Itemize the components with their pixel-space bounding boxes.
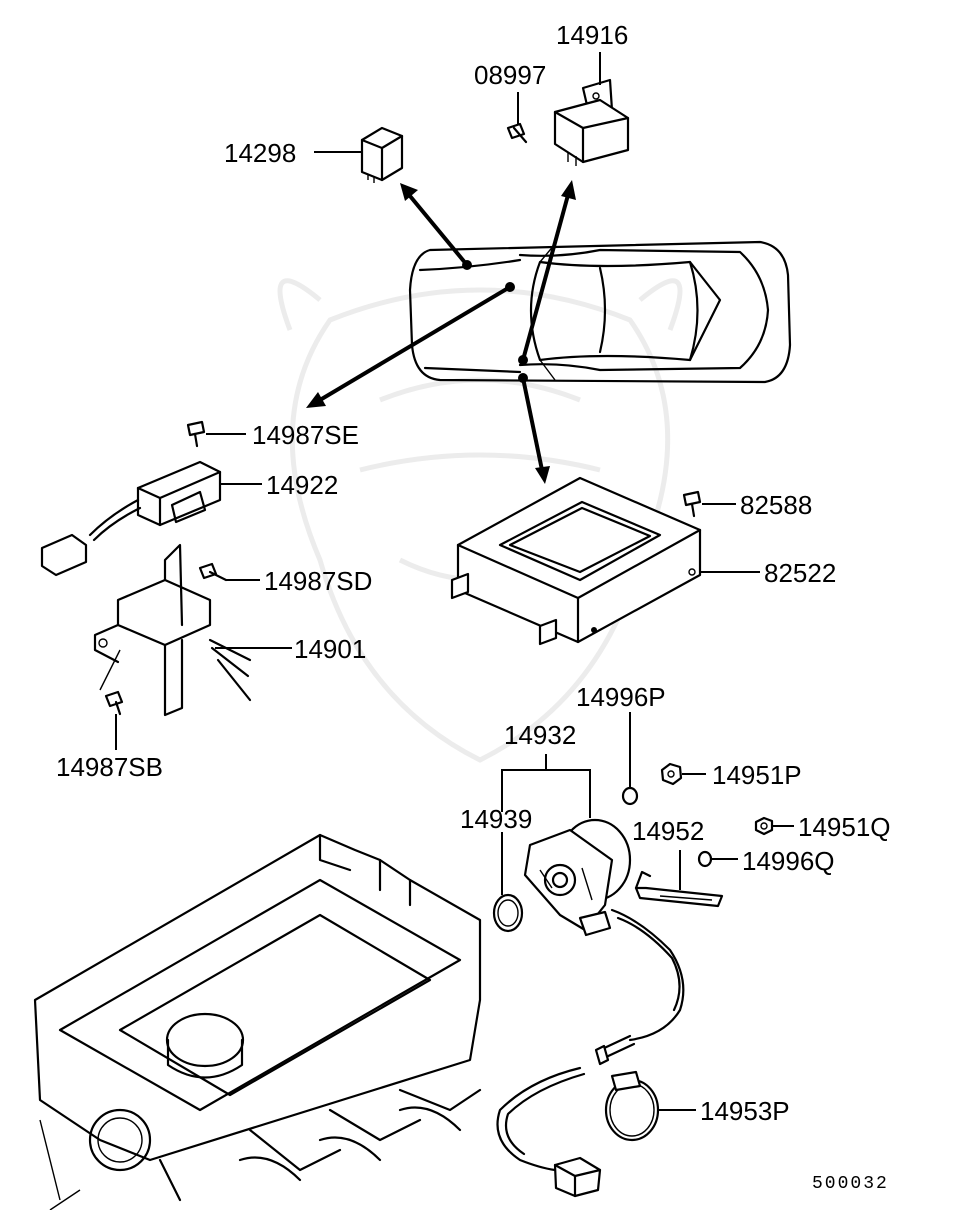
engine-cylinder-head — [33, 833, 482, 1211]
location-arrows — [306, 180, 576, 484]
label-14901: 14901 — [294, 634, 366, 664]
bolt-14987SB — [104, 690, 124, 716]
label-14922: 14922 — [266, 470, 338, 500]
label-14987SB: 14987SB — [56, 752, 163, 782]
label-82588: 82588 — [740, 490, 812, 520]
nut-14951P — [660, 762, 683, 786]
label-14996Q: 14996Q — [742, 846, 835, 876]
washer-14996Q — [697, 850, 713, 868]
plate-14952 — [634, 870, 724, 908]
nut-14951Q — [754, 816, 774, 836]
sensor-14922 — [40, 460, 222, 577]
oring-14939 — [492, 893, 524, 933]
relay-14298 — [360, 126, 404, 183]
label-14953P: 14953P — [700, 1096, 790, 1126]
label-14939: 14939 — [460, 804, 532, 834]
label-08997: 08997 — [474, 60, 546, 90]
ecu-82522 — [450, 476, 702, 646]
bolt-82588 — [682, 490, 702, 518]
bolt-08997 — [506, 122, 528, 144]
label-14987SE: 14987SE — [252, 420, 359, 450]
watermark-emblem — [277, 278, 683, 763]
figure-code: 500032 — [812, 1174, 889, 1194]
label-14951P: 14951P — [712, 760, 802, 790]
bolt-14987SE — [186, 420, 206, 448]
label-14916: 14916 — [556, 20, 628, 50]
label-14987SD: 14987SD — [264, 566, 372, 596]
relay-14916 — [553, 78, 630, 166]
bolt-14987SD — [198, 562, 228, 582]
label-14996P: 14996P — [576, 682, 666, 712]
label-14951Q: 14951Q — [798, 812, 891, 842]
label-14952: 14952 — [632, 816, 704, 846]
label-14298: 14298 — [224, 138, 296, 168]
label-14932: 14932 — [504, 720, 576, 750]
clamp-14953P — [604, 1070, 660, 1142]
label-82522: 82522 — [764, 558, 836, 588]
washer-14996P — [621, 786, 639, 806]
tps-14932 — [523, 818, 632, 937]
bracket-14901 — [93, 543, 252, 717]
sensor-harness — [496, 908, 685, 1198]
